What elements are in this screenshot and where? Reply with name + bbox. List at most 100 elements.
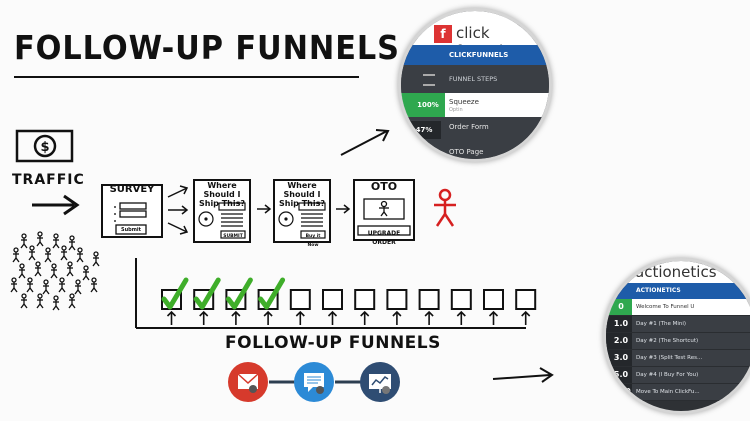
survey-submit-button: Submit bbox=[120, 227, 142, 233]
actionetics-delay-bg bbox=[606, 350, 632, 366]
actionetics-email-row[interactable] bbox=[606, 384, 750, 401]
crowd-person-icon bbox=[76, 247, 84, 263]
actionetics-email-row[interactable] bbox=[606, 316, 750, 333]
actionetics-zoom: actionetics ACTIONETICS 0 Welcome To Funn… bbox=[603, 258, 750, 414]
clickfunnels-header: CLICKFUNNELS bbox=[449, 51, 509, 59]
crowd-person-icon bbox=[50, 263, 58, 279]
actionetics-topbar bbox=[606, 261, 750, 283]
svg-text:$: $ bbox=[40, 140, 49, 155]
crowd-person-icon bbox=[44, 247, 52, 263]
oto-title: OTO bbox=[370, 180, 398, 193]
funnel-step-pct-bg bbox=[405, 121, 441, 139]
ship-page-1-title: Where Should I Ship This? bbox=[198, 181, 245, 208]
page-title: FOLLOW-UP FUNNELS bbox=[14, 28, 400, 67]
actionetics-delay-bg bbox=[606, 384, 632, 400]
connector-line bbox=[335, 380, 363, 384]
traffic-arrow bbox=[32, 194, 80, 216]
actionetics-email-row[interactable] bbox=[606, 350, 750, 367]
actionetics-email-row[interactable] bbox=[606, 333, 750, 350]
email-box bbox=[483, 289, 504, 325]
actionetics-delay-bg bbox=[606, 367, 632, 383]
crowd-person-icon bbox=[58, 277, 66, 293]
actionetics-email-label: Day #4 (I Buy For You) bbox=[636, 372, 699, 378]
crowd-person-icon bbox=[82, 265, 90, 281]
actionetics-email-row[interactable] bbox=[606, 299, 750, 316]
funnel-steps-label: FUNNEL STEPS bbox=[449, 75, 498, 83]
crowd-person-icon bbox=[28, 245, 36, 261]
funnel-step-row[interactable] bbox=[401, 141, 549, 159]
funnel-step-pct: 29% bbox=[415, 150, 433, 158]
email-box bbox=[418, 289, 440, 325]
actionetics-email-label: Day #3 (Split Test Res... bbox=[636, 355, 703, 361]
crowd-person-icon bbox=[42, 279, 50, 295]
email-box bbox=[386, 289, 408, 325]
actionetics-email-label: Move To Main ClickFu... bbox=[636, 389, 700, 395]
survey-page bbox=[101, 184, 163, 238]
email-box bbox=[450, 289, 472, 325]
arrow-right-icon bbox=[492, 367, 554, 383]
funnel-step-name: Order Form bbox=[449, 123, 489, 131]
crowd-person-icon bbox=[10, 277, 18, 293]
clickfunnels-zoom: f click funnels CLICKFUNNELS FUNNEL STEP… bbox=[398, 8, 552, 162]
ship-page-2-button: Buy it Now bbox=[305, 234, 321, 248]
crowd-person-icon bbox=[68, 293, 76, 309]
funnel-step-sub: Optin bbox=[449, 107, 463, 113]
crowd-person-icon bbox=[60, 245, 68, 261]
arrow-up-right-icon bbox=[340, 129, 390, 156]
branch-arrows bbox=[167, 185, 189, 235]
actionetics-brand: actionetics bbox=[635, 263, 717, 281]
actionetics-header: ACTIONETICS bbox=[636, 287, 681, 294]
arrow-right-icon bbox=[257, 204, 272, 214]
email-box bbox=[289, 289, 311, 325]
actionetics-email-label: Day #1 (The Mini) bbox=[636, 321, 687, 327]
actionetics-delay: 2.0 bbox=[613, 336, 629, 345]
actionetics-delay: 0 bbox=[618, 302, 624, 311]
actionetics-email-label: Welcome To Funnel U bbox=[636, 304, 695, 310]
checked-email-box bbox=[161, 277, 189, 325]
follow-up-sequence bbox=[135, 258, 537, 329]
actionetics-email-label: Day #2 (The Shortcut) bbox=[636, 338, 699, 344]
email-box bbox=[354, 289, 376, 325]
actionetics-delay-bg bbox=[606, 299, 632, 315]
survey-title: SURVEY bbox=[109, 184, 155, 195]
broadcast-icon bbox=[360, 362, 400, 402]
crowd-person-icon bbox=[12, 247, 20, 263]
crowd-person-icon bbox=[26, 277, 34, 293]
actionetics-delay-bg bbox=[606, 316, 632, 332]
crowd-person-icon bbox=[36, 293, 44, 309]
dollar-bill-icon: $ bbox=[15, 129, 74, 163]
funnel-step-name: Squeeze bbox=[449, 98, 479, 106]
traffic-label: TRAFFIC bbox=[12, 172, 85, 188]
actionetics-logo-icon bbox=[618, 267, 632, 281]
crowd-person-icon bbox=[36, 231, 44, 247]
checked-email-box bbox=[225, 277, 253, 325]
ship-page-1-button: SUBMIT bbox=[223, 234, 243, 239]
menu-icon bbox=[423, 74, 435, 86]
crowd-person-icon bbox=[68, 235, 76, 251]
funnel-step-name: OTO Page bbox=[449, 148, 484, 156]
crowd-person-icon bbox=[20, 293, 28, 309]
actionetics-email-row[interactable] bbox=[606, 367, 750, 384]
actionetics-delay: 3.0 bbox=[613, 353, 629, 362]
checked-email-box bbox=[257, 277, 286, 325]
ship-page-2 bbox=[273, 179, 331, 243]
email-icon bbox=[228, 362, 268, 402]
chat-icon bbox=[294, 362, 334, 402]
follow-up-funnels-label: FOLLOW-UP FUNNELS bbox=[225, 333, 441, 353]
actionetics-header-bar bbox=[606, 283, 750, 299]
crowd-person-icon bbox=[74, 279, 82, 295]
checked-email-box bbox=[193, 277, 221, 325]
crowd-person-icon bbox=[66, 261, 74, 277]
connector-line bbox=[269, 380, 297, 384]
clickfunnels-topbar bbox=[401, 11, 549, 45]
crowd-person-icon bbox=[92, 251, 100, 267]
funnel-steps-section bbox=[401, 65, 549, 93]
arrow-right-icon bbox=[336, 204, 351, 214]
actionetics-delay-bg bbox=[606, 333, 632, 349]
email-box bbox=[322, 289, 343, 325]
clickfunnels-logo-icon: f bbox=[434, 25, 452, 43]
actionetics-delay: 10.0 bbox=[611, 387, 631, 396]
oto-page bbox=[353, 179, 415, 241]
funnel-step-pct: 100% bbox=[417, 101, 439, 109]
funnel-step-pct: 47% bbox=[415, 126, 433, 134]
